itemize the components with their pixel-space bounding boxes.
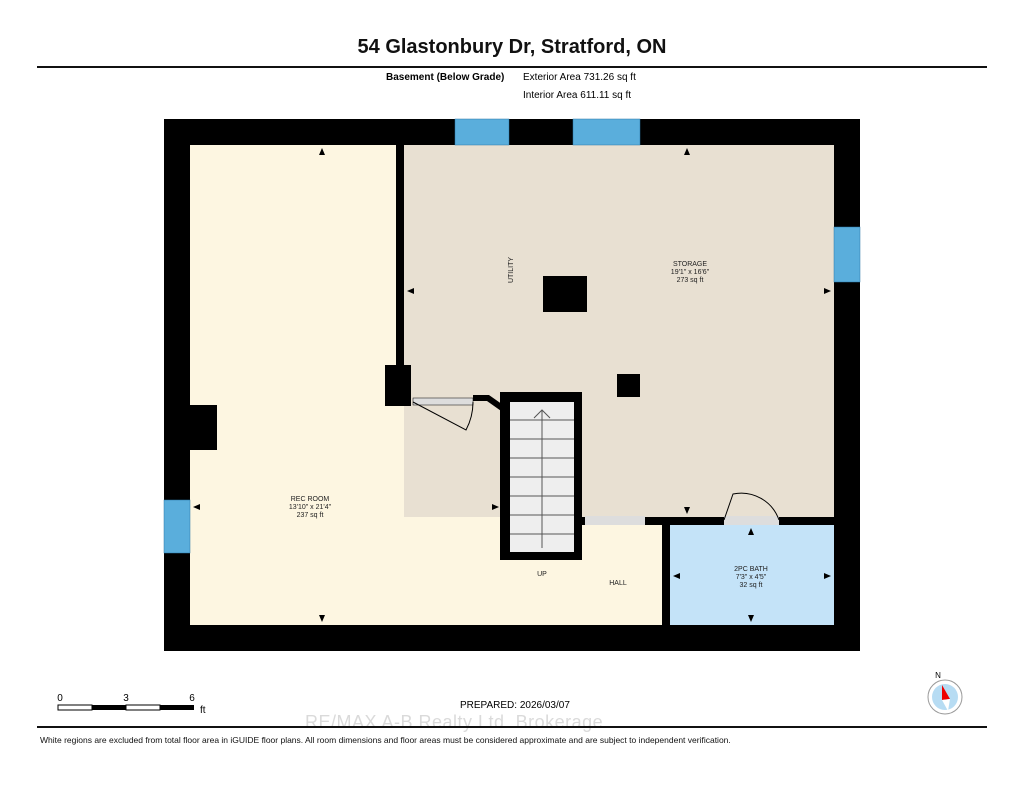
scale-bar: 0 3 6 ft	[57, 693, 206, 716]
exterior-area: Exterior Area 731.26 sq ft	[523, 72, 636, 83]
bottom-divider	[37, 726, 987, 728]
rec-room-name: REC ROOM	[291, 496, 330, 503]
compass-north: N	[935, 671, 941, 680]
stairs-up-label: UP	[537, 571, 547, 578]
bath-dims: 7'3" x 4'5"	[736, 574, 767, 581]
stair-lines	[510, 409, 574, 548]
utility-label: UTILITY	[508, 257, 515, 283]
compass-icon: N	[927, 671, 963, 715]
interior-wall	[396, 145, 404, 370]
column	[543, 276, 587, 312]
hall-label: HALL	[609, 580, 627, 587]
watermark: RE/MAX A-B Realty Ltd. Brokerage	[305, 712, 604, 732]
column	[617, 374, 640, 397]
storage-area: 273 sq ft	[677, 277, 704, 284]
bath-door[interactable]	[724, 516, 779, 525]
prepared-date: PREPARED: 2026/03/07	[460, 700, 570, 711]
column	[190, 405, 217, 450]
level-name: Basement (Below Grade)	[386, 72, 505, 83]
bath-area: 32 sq ft	[740, 582, 763, 589]
interior-wall	[662, 517, 670, 625]
stair-wall	[473, 395, 507, 413]
storage-name: STORAGE	[673, 261, 707, 268]
interior-area: Interior Area 611.11 sq ft	[523, 90, 632, 101]
bath-room	[670, 525, 834, 625]
top-divider	[37, 66, 987, 68]
column	[385, 365, 411, 406]
rec-room-area: 237 sq ft	[297, 512, 324, 519]
utility-door[interactable]	[412, 397, 474, 406]
scale-tick-3: 3	[123, 693, 129, 704]
scale-unit: ft	[200, 705, 206, 716]
scale-tick-6: 6	[189, 693, 195, 704]
doorway	[585, 516, 645, 525]
door-swing	[412, 401, 474, 431]
page-title: 54 Glastonbury Dr, Stratford, ON	[357, 36, 667, 58]
door-swing	[723, 492, 780, 521]
dimension-arrows	[193, 148, 831, 622]
rec-room-dims: 13'10" x 21'4"	[289, 504, 332, 511]
interior-wall	[582, 517, 834, 525]
disclaimer: White regions are excluded from total fl…	[40, 735, 731, 745]
bath-name: 2PC BATH	[734, 566, 768, 573]
scale-tick-0: 0	[57, 693, 63, 704]
storage-dims: 19'1" x 16'6"	[671, 269, 710, 276]
windows	[163, 118, 861, 554]
